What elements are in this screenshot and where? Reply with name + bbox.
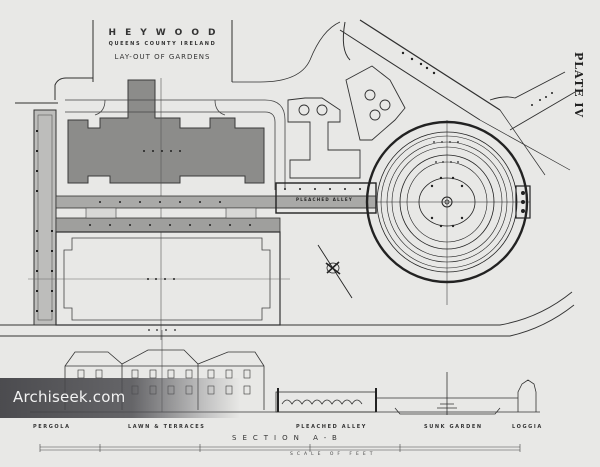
title-block: HEYWOOD QUEENS COUNTY IRELAND LAY-OUT OF… xyxy=(93,20,232,82)
lawn-plan xyxy=(28,231,290,326)
section-label-sunk-garden: SUNK GARDEN xyxy=(424,424,483,430)
plan-alley-label: PLEACHED ALLEY xyxy=(296,197,354,202)
watermark-text: Archiseek.com xyxy=(13,388,126,406)
title-main: HEYWOOD xyxy=(108,28,225,38)
section-label-loggia: LOGGIA xyxy=(512,424,543,430)
section-label-lawn: LAWN & TERRACES xyxy=(128,424,206,430)
scale-label: SCALE OF FEET xyxy=(290,452,377,457)
section-label-alley: PLEACHED ALLEY xyxy=(296,424,367,430)
north-arrow xyxy=(317,244,353,299)
title-caption: LAY-OUT OF GARDENS xyxy=(114,53,211,61)
section-title: SECTION A-B xyxy=(232,434,343,442)
plate-label: PLATE IV xyxy=(572,52,585,119)
pergola-column xyxy=(33,109,57,326)
section-label-pergola: PERGOLA xyxy=(33,424,71,430)
house-plan xyxy=(67,78,265,340)
watermark-banner: Archiseek.com xyxy=(0,378,240,418)
scale-bar xyxy=(39,444,521,452)
title-subtitle: QUEENS COUNTY IRELAND xyxy=(108,41,217,47)
sunk-garden-plan xyxy=(365,120,531,305)
parterre-gardens xyxy=(287,65,406,179)
terrace-band xyxy=(55,182,377,233)
